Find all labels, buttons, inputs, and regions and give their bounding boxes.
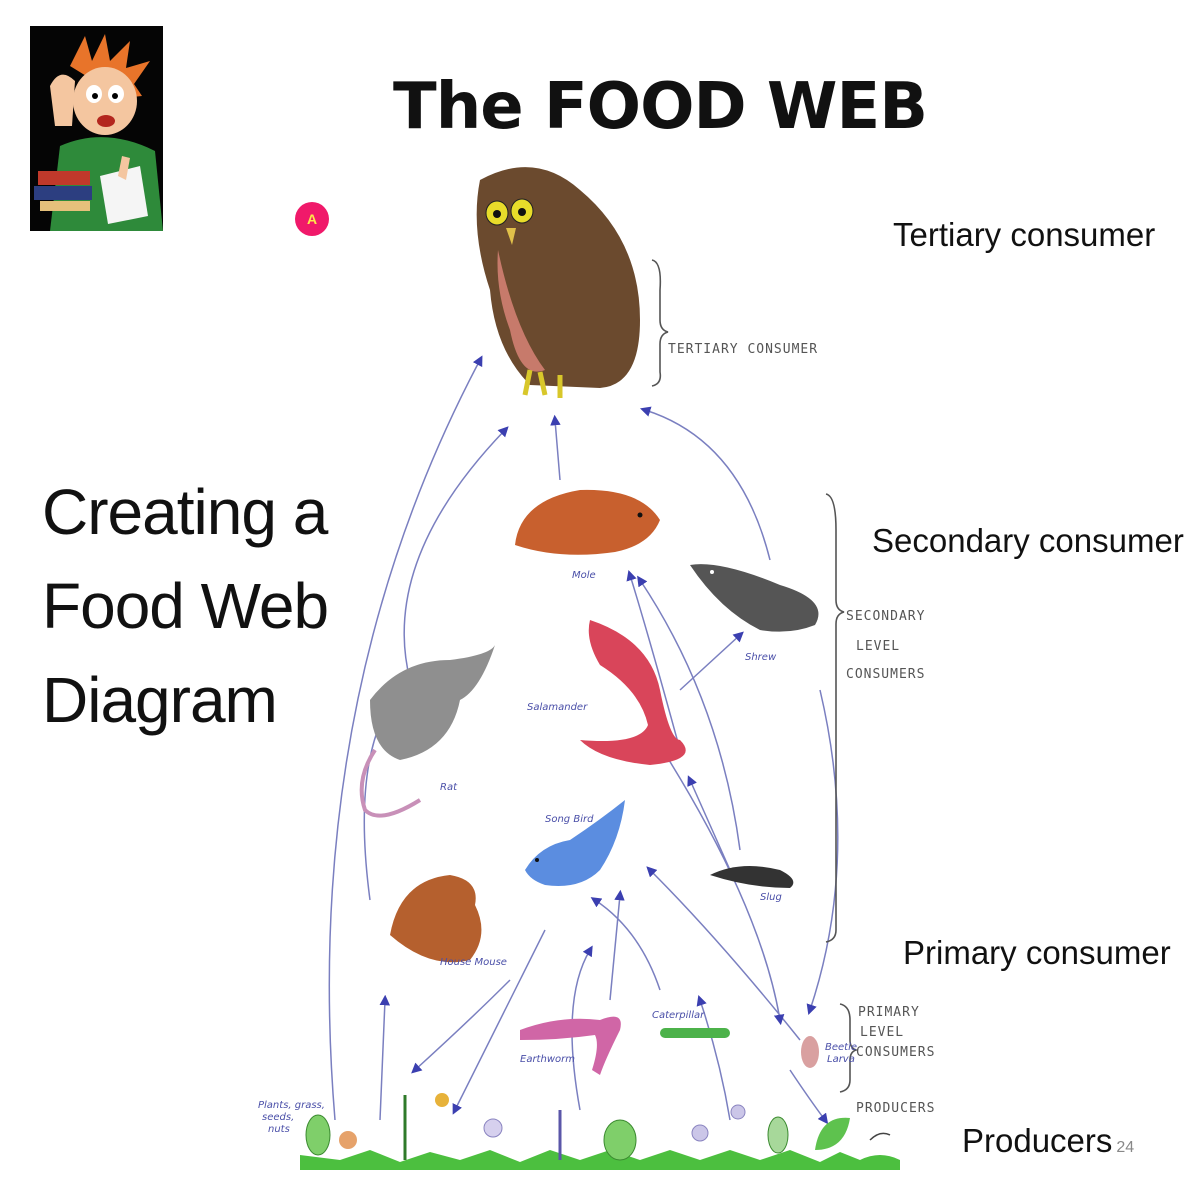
house-mouse-drawing	[390, 875, 482, 963]
caterpillar-label: Caterpillar	[652, 1010, 705, 1021]
side-title-line: Diagram	[42, 664, 278, 736]
caterpillar-drawing	[660, 1028, 730, 1038]
level-label-secondary: Secondary consumer	[872, 522, 1184, 559]
secondary-bracket-label-line: SECONDARY	[846, 609, 925, 624]
side-title-line: Creating a	[42, 476, 328, 548]
side-title-line: Food Web	[42, 570, 329, 642]
page-number: 24	[1116, 1139, 1135, 1156]
plants-note: seeds,	[262, 1112, 294, 1123]
slug-label: Slug	[760, 892, 782, 903]
shrew-label: Shrew	[745, 652, 777, 663]
secondary-bracket-label-line: CONSUMERS	[846, 667, 925, 682]
audio-badge-icon[interactable]: A	[295, 202, 329, 236]
plants-note: nuts	[268, 1124, 290, 1135]
shrew-drawing	[690, 564, 819, 632]
plants-note: Plants, grass,	[258, 1100, 325, 1111]
food-flow-arrows	[328, 355, 839, 1125]
producers-text: Producers	[962, 1122, 1113, 1159]
side-title: Creating a Food Web Diagram	[42, 465, 362, 747]
level-label-tertiary: Tertiary consumer	[893, 216, 1156, 253]
level-label-primary: Primary consumer	[903, 934, 1171, 971]
tertiary-bracket-label: TERTIARY CONSUMER	[668, 342, 818, 357]
salamander-label: Salamander	[527, 702, 588, 713]
owl-drawing	[476, 167, 640, 398]
secondary-bracket-label-line: LEVEL	[856, 639, 900, 654]
primary-bracket-label-line: PRIMARY	[858, 1005, 920, 1020]
song-bird-drawing	[525, 800, 625, 886]
producer-plants	[300, 1093, 900, 1170]
earthworm-drawing	[520, 1016, 621, 1075]
house-mouse-label: House Mouse	[440, 957, 507, 968]
producers-bracket-label: PRODUCERS	[856, 1101, 935, 1116]
primary-bracket-label-line: CONSUMERS	[856, 1045, 935, 1060]
beetle-larva-label: Larva	[827, 1054, 855, 1065]
rat-drawing	[359, 645, 495, 818]
level-brackets	[651, 259, 859, 1093]
slug-drawing	[710, 866, 794, 888]
primary-bracket-label-line: LEVEL	[860, 1025, 904, 1040]
rat-label: Rat	[440, 782, 458, 793]
thinking-boy-clipart	[30, 26, 163, 231]
mole-drawing	[515, 489, 660, 555]
beetle-larva-label: Beetle	[825, 1042, 857, 1053]
beetle-larva-drawing	[801, 1036, 819, 1068]
salamander-drawing	[580, 620, 686, 765]
song-bird-label: Song Bird	[545, 814, 594, 825]
page-title: The FOOD WEB	[393, 70, 928, 144]
mole-label: Mole	[572, 570, 596, 581]
earthworm-label: Earthworm	[520, 1054, 575, 1065]
